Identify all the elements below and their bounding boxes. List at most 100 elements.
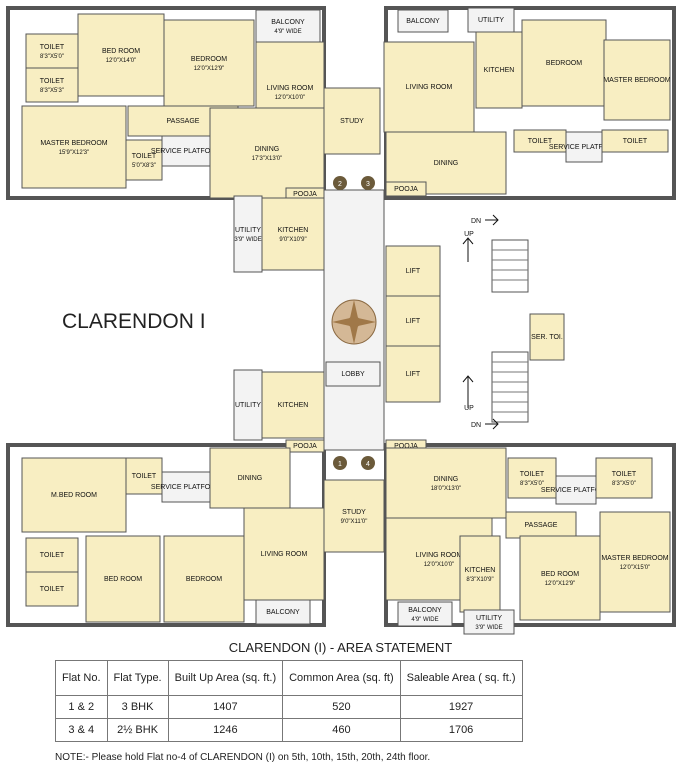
room-label: MASTER BEDROOM — [40, 140, 107, 147]
room-dimension: 4'9" WIDE — [274, 29, 301, 35]
room-sertoi: SER. TOI. — [529, 313, 565, 361]
room-shape — [25, 33, 79, 69]
cell: 3 BHK — [106, 695, 169, 719]
room-dimension: 12'0"X12'9" — [545, 581, 576, 587]
room-t5: TOILET — [601, 129, 669, 153]
stair-up-label: UP — [464, 405, 474, 412]
table-row: 3 & 4 2½ BHK 1246 460 1706 — [55, 718, 523, 742]
cell: 1246 — [167, 718, 284, 742]
room-shape — [397, 601, 453, 627]
room-dimension: 3'9" WIDE — [234, 237, 261, 243]
room-liv3: LIVING ROOM — [243, 507, 325, 601]
col-common: Common Area (sq. ft) — [282, 660, 401, 696]
room-mbr4: MASTER BEDROOM 12'0"X15'0" — [599, 511, 671, 613]
room-label: UTILITY — [235, 402, 261, 409]
up-arrow-icon — [462, 237, 474, 408]
room-shape — [599, 511, 671, 613]
cell: 1927 — [399, 695, 523, 719]
room-label: BED ROOM — [102, 48, 140, 55]
room-dimension: 12'0"X15'0" — [620, 565, 651, 571]
room-label: SERVICE PLATFORM — [541, 487, 611, 494]
room-shape — [519, 535, 601, 621]
col-saleable: Saleable Area ( sq. ft.) — [399, 660, 523, 696]
room-mbr3: M.BED ROOM — [21, 457, 127, 533]
room-shape — [255, 599, 311, 625]
room-label: BEDROOM — [186, 576, 222, 583]
room-label: UTILITY — [478, 17, 504, 24]
room-shape — [261, 371, 325, 439]
room-dimension: 12'0"X10'0" — [424, 562, 455, 568]
room-label: LIVING ROOM — [267, 85, 314, 92]
room-label: UTILITY — [235, 227, 261, 234]
col-built-up: Built Up Area (sq. ft.) — [167, 660, 284, 696]
room-label: SERVICE PLATFORM — [549, 144, 619, 151]
room-label: LIVING ROOM — [406, 84, 453, 91]
room-label: BEDROOM — [546, 60, 582, 67]
room-dimension: 12'0"X10'0" — [275, 95, 306, 101]
flat-number: 3 — [366, 181, 370, 188]
room-lift2: LIFT — [385, 295, 441, 347]
room-t7: TOILET — [25, 537, 79, 573]
flat-number-marker — [333, 456, 347, 470]
room-label: SER. TOI. — [531, 334, 563, 341]
cell: 1 & 2 — [55, 695, 108, 719]
room-shape — [529, 313, 565, 361]
room-sp1: SERVICE PLATFORM — [151, 135, 221, 167]
room-label: KITCHEN — [278, 227, 309, 234]
room-label: LIFT — [406, 268, 421, 275]
room-label: SERVICE PLATFORM — [151, 484, 221, 491]
room-shape — [255, 9, 321, 43]
room-shape — [467, 7, 515, 33]
room-shape — [243, 507, 325, 601]
cell: 3 & 4 — [55, 718, 108, 742]
room-shape — [261, 197, 325, 271]
lobby-medallion-icon — [331, 299, 377, 345]
cell: 1706 — [399, 718, 523, 742]
room-lobby: LOBBY — [325, 361, 381, 387]
room-shape — [21, 457, 127, 533]
col-flat-type: Flat Type. — [106, 660, 169, 696]
room-shape — [325, 361, 381, 387]
room-label: BALCONY — [266, 609, 300, 616]
room-shape — [505, 511, 577, 539]
room-label: BALCONY — [271, 19, 305, 26]
room-dimension: 5'0"X8'3" — [132, 163, 156, 169]
room-dimension: 8'3"X5'0" — [520, 481, 544, 487]
down-arrow-icon — [485, 214, 499, 430]
flat-number-marker — [361, 456, 375, 470]
room-dimension: 3'9" WIDE — [475, 625, 502, 631]
room-label: BALCONY — [408, 607, 442, 614]
room-shape — [77, 13, 165, 97]
room-t8: TOILET — [25, 571, 79, 607]
room-label: MASTER BEDROOM — [601, 555, 668, 562]
room-balc3: BALCONY — [255, 599, 311, 625]
area-statement-table: Flat No. Flat Type. Built Up Area (sq. f… — [55, 660, 523, 742]
room-shape — [463, 609, 515, 635]
room-shape — [125, 139, 163, 181]
room-util1: UTILITY 3'9" WIDE — [233, 195, 263, 273]
room-shape — [233, 195, 263, 273]
room-label: BEDROOM — [191, 56, 227, 63]
room-shape — [85, 535, 161, 623]
room-shape — [21, 105, 127, 189]
room-label: M.BED ROOM — [51, 492, 97, 499]
room-label: BED ROOM — [104, 576, 142, 583]
room-label: TOILET — [132, 473, 157, 480]
room-label: DINING — [238, 475, 263, 482]
room-dimension: 17'3"X13'0" — [252, 156, 283, 162]
room-label: UTILITY — [476, 615, 502, 622]
room-dimension: 8'3"X5'0" — [612, 481, 636, 487]
room-label: POOJA — [394, 186, 418, 193]
room-shape — [163, 535, 245, 623]
room-label: SERVICE PLATFORM — [151, 148, 221, 155]
room-lift3: LIFT — [385, 345, 441, 403]
room-shape — [385, 245, 441, 297]
room-label: POOJA — [293, 191, 317, 198]
